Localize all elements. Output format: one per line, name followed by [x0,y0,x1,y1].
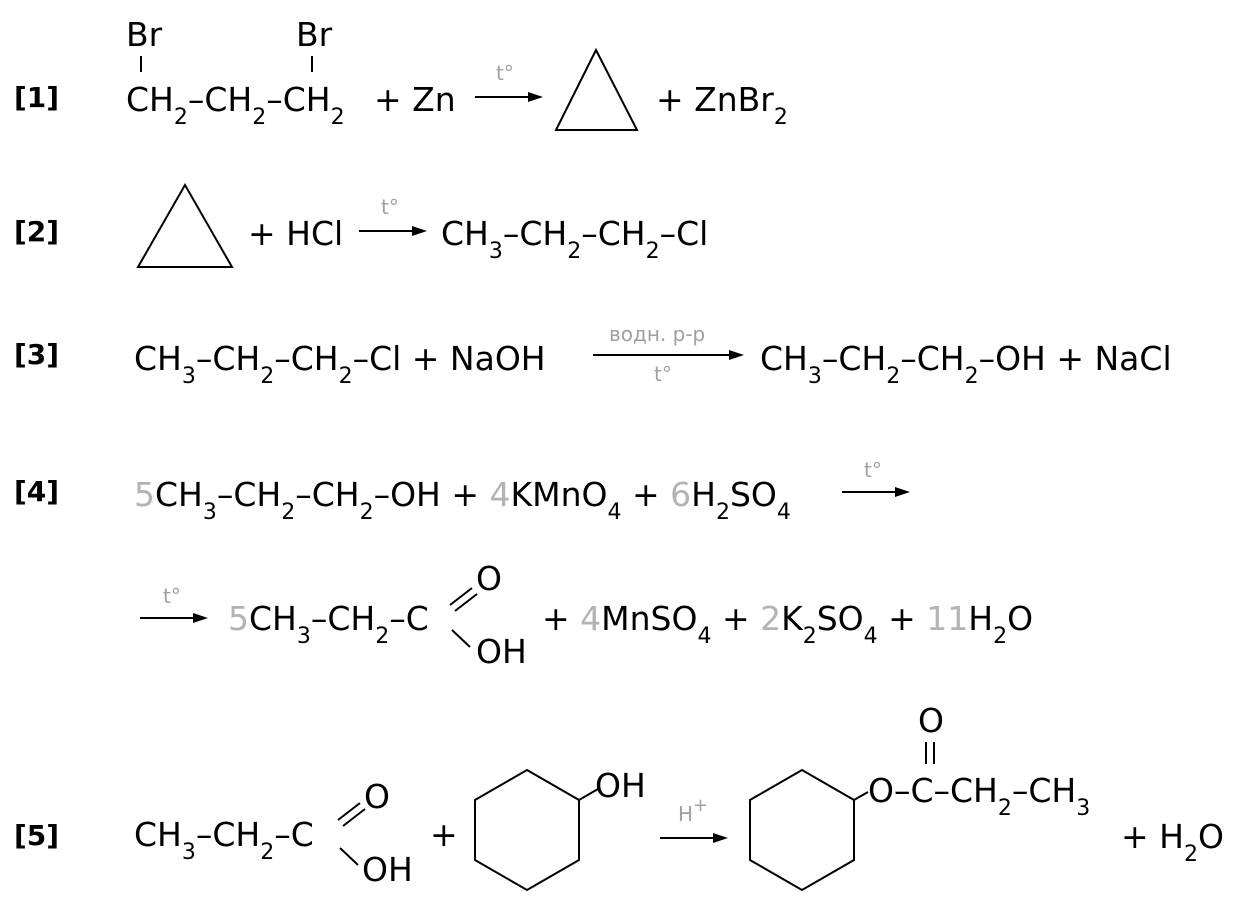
water-product-5: + H2O [1121,817,1224,867]
reaction-3-reactants: CH3–CH2–CH2–Cl + NaOH [134,339,546,389]
ester-o-bond [853,791,869,801]
propanoic-acid-chain: 5CH3–CH2–C [228,599,429,649]
reaction-number-3: [3] [14,338,59,371]
reaction-4-byproducts: + 4MnSO4 + 2K2SO4 + 11H2O [542,599,1033,649]
cyclohexanol-ring [474,768,580,892]
coef-acid: 5 [228,599,249,638]
condition-temperature-4: t° [864,458,882,482]
acid5-carbonyl-oxygen: O [364,777,390,816]
condition-temperature-1: t° [496,61,514,85]
coef-water: 11 [926,599,968,638]
coef-kmno4: 4 [490,475,511,514]
condition-temperature-2: t° [381,195,399,219]
bromine-left-label: Br [126,15,163,54]
acid5-hydroxyl: OH [362,850,413,889]
acid5-double-bond-a [337,802,361,821]
ester-chain: O–C–CH2–CH3 [868,771,1090,821]
bromine-right-label: Br [296,15,333,54]
arrowhead-2 [412,226,427,236]
cyclohexanol-hydroxyl: OH [595,766,646,805]
hcl-reagent: + HCl [248,214,343,253]
acid-double-bond-b [454,593,478,612]
reaction-number-2: [2] [14,215,59,248]
coef-k2so4: 2 [760,599,781,638]
condition-temperature-4b: t° [163,584,181,608]
cyclopropane-ring-2 [136,182,234,268]
cyclopropane-ring-1 [554,47,639,131]
arrowhead-5 [713,833,728,843]
zinc-bromide-product: + ZnBr2 [656,80,788,130]
reactant-acid-chain: CH3–CH2–C [134,815,314,865]
dibromopropane-chain: CH2–CH2–CH2 [126,80,345,130]
plus-sign-5: + [430,815,458,854]
reaction-number-5: [5] [14,819,59,852]
acid-hydroxyl-bond [451,629,471,648]
ester-carbonyl-oxygen: O [918,701,944,740]
arrowhead-3 [729,350,744,360]
acid-hydroxyl: OH [476,632,527,671]
arrowhead-4b [193,613,208,623]
arrowhead-4a [895,487,910,497]
acid-carbonyl-oxygen: O [476,559,502,598]
coef-mnso4: 4 [580,599,601,638]
acid5-hydroxyl-bond [339,847,359,866]
acid-double-bond-a [449,587,473,606]
reaction-3-products: CH3–CH2–CH2–OH + NaCl [760,339,1172,389]
reaction-4-reactants: 5CH3–CH2–CH2–OH + 4KMnO4 + 6H2SO4 [134,475,791,525]
reaction-number-4: [4] [14,475,59,508]
zinc-reagent: + Zn [374,80,456,119]
arrowhead-1 [528,92,543,102]
reaction-number-1: [1] [14,81,59,114]
condition-aqueous-solution: водн. р-р [609,322,705,346]
cyclohexyl-ring [749,768,855,892]
acid5-double-bond-b [342,808,366,827]
chloropropane-product: CH3–CH2–CH2–Cl [441,214,708,264]
coef-propanol: 5 [134,475,155,514]
condition-acid-catalyst: H+ [678,795,708,827]
condition-temperature-3: t° [654,362,672,386]
coef-h2so4: 6 [670,475,691,514]
cyclohexanol-oh-bond [578,788,599,801]
